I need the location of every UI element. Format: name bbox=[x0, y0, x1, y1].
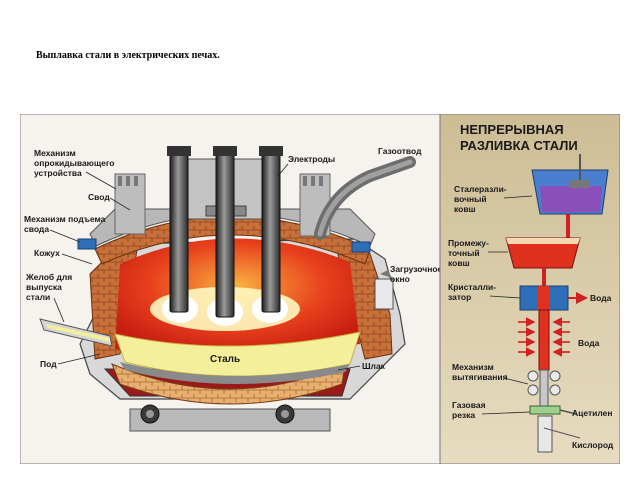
steel-strand bbox=[538, 309, 550, 371]
strand-cooled bbox=[539, 369, 549, 411]
page-title: Выплавка стали в электрических печах. bbox=[36, 50, 220, 61]
water-spray-arrows bbox=[518, 317, 570, 357]
label-tap-spout-2: выпуска bbox=[26, 282, 62, 292]
roller-3 bbox=[527, 384, 539, 396]
label-tap-spout-1: Желоб для bbox=[25, 272, 72, 282]
label-gas-outlet: Газоотвод bbox=[378, 146, 422, 156]
label-gas-cutter-2: резка bbox=[452, 410, 475, 420]
cut-billet bbox=[537, 415, 553, 453]
roller-1 bbox=[527, 370, 539, 382]
slag-layer bbox=[120, 362, 350, 385]
label-oxygen: Кислород bbox=[572, 440, 614, 450]
label-withdrawal-2: вытягивания bbox=[452, 372, 508, 382]
roof-lift-clamp-right bbox=[351, 241, 371, 253]
label-mold-1: Кристалли- bbox=[448, 282, 496, 292]
charging-door bbox=[374, 278, 394, 310]
gas-cutter bbox=[529, 405, 561, 415]
continuous-casting-panel: НЕПРЕРЫВНАЯ РАЗЛИВКА СТАЛИ bbox=[439, 113, 621, 465]
electrode-3 bbox=[261, 151, 281, 313]
furnace-support bbox=[129, 408, 331, 432]
casting-title-1: НЕПРЕРЫВНАЯ bbox=[460, 122, 564, 137]
label-roof-lift-1: Механизм подъема bbox=[24, 214, 106, 224]
label-acetylene: Ацетилен bbox=[572, 408, 613, 418]
electrode-2 bbox=[215, 151, 235, 318]
label-withdrawal-1: Механизм bbox=[452, 362, 494, 372]
label-tilt-mechanism-2: опрокидывающего bbox=[34, 158, 114, 168]
steelmaking-figure: Механизм опрокидывающего устройства Свод… bbox=[19, 113, 621, 465]
label-hearth: Под bbox=[40, 359, 57, 369]
roller-4 bbox=[549, 384, 561, 396]
label-ladle-1: Сталеразли- bbox=[454, 184, 507, 194]
label-water-1: Вода bbox=[590, 293, 612, 303]
label-tap-spout-3: стали bbox=[26, 292, 50, 302]
label-tilt-mechanism-3: устройства bbox=[34, 168, 82, 178]
label-ladle-3: ковш bbox=[454, 204, 476, 214]
label-casing: Кожух bbox=[34, 248, 60, 258]
label-water-2: Вода bbox=[578, 338, 600, 348]
label-tilt-mechanism-1: Механизм bbox=[34, 148, 76, 158]
roller-2 bbox=[549, 370, 561, 382]
label-tundish-3: ковш bbox=[448, 258, 470, 268]
label-roof-lift-2: свода bbox=[24, 224, 49, 234]
label-tundish-2: точный bbox=[448, 248, 480, 258]
label-slag: Шлак bbox=[362, 361, 386, 371]
label-electrodes: Электроды bbox=[288, 154, 335, 164]
label-charging-door-1: Загрузочное bbox=[390, 264, 443, 274]
label-tundish-1: Промежу- bbox=[448, 238, 489, 248]
label-ladle-2: вочный bbox=[454, 194, 487, 204]
electric-arc-furnace: Механизм опрокидывающего устройства Свод… bbox=[24, 146, 443, 432]
casting-title-2: РАЗЛИВКА СТАЛИ bbox=[460, 138, 578, 153]
label-steel: Сталь bbox=[210, 354, 240, 365]
label-charging-door-2: окно bbox=[390, 274, 410, 284]
label-roof: Свод bbox=[88, 192, 110, 202]
figure-svg: Механизм опрокидывающего устройства Свод… bbox=[19, 113, 621, 465]
electrode-1 bbox=[169, 151, 189, 313]
label-mold-2: затор bbox=[448, 292, 471, 302]
hearth-lining bbox=[111, 363, 346, 405]
roof-lift-clamp-left bbox=[77, 238, 97, 250]
label-gas-cutter-1: Газовая bbox=[452, 400, 486, 410]
